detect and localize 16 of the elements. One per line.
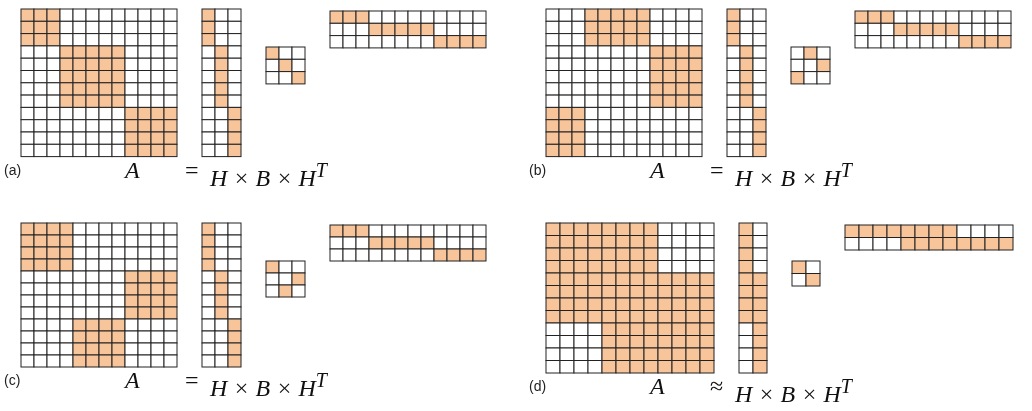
panel-label: (d) <box>529 378 547 394</box>
relation-symbol: ≈ <box>710 372 724 400</box>
panel-label: (a) <box>4 161 22 178</box>
formula-text: H × B × H$^{T}$ <box>210 368 327 402</box>
relation-symbol: = <box>185 155 199 184</box>
relation-symbol: = <box>710 155 724 184</box>
matrix-symbol: A <box>650 372 665 400</box>
matrix-symbol: A <box>125 366 140 394</box>
formula-text: H × B × H$^{T}$ <box>210 157 327 192</box>
panel-label: (c) <box>4 372 21 388</box>
panel-label: (b) <box>529 161 547 178</box>
formula-text: H × B × H$^{T}$ <box>735 374 852 408</box>
matrix-symbol: A <box>125 155 140 184</box>
relation-symbol: = <box>185 366 199 394</box>
formula-text: H × B × H$^{T}$ <box>735 157 852 192</box>
matrix-symbol: A <box>650 155 665 184</box>
